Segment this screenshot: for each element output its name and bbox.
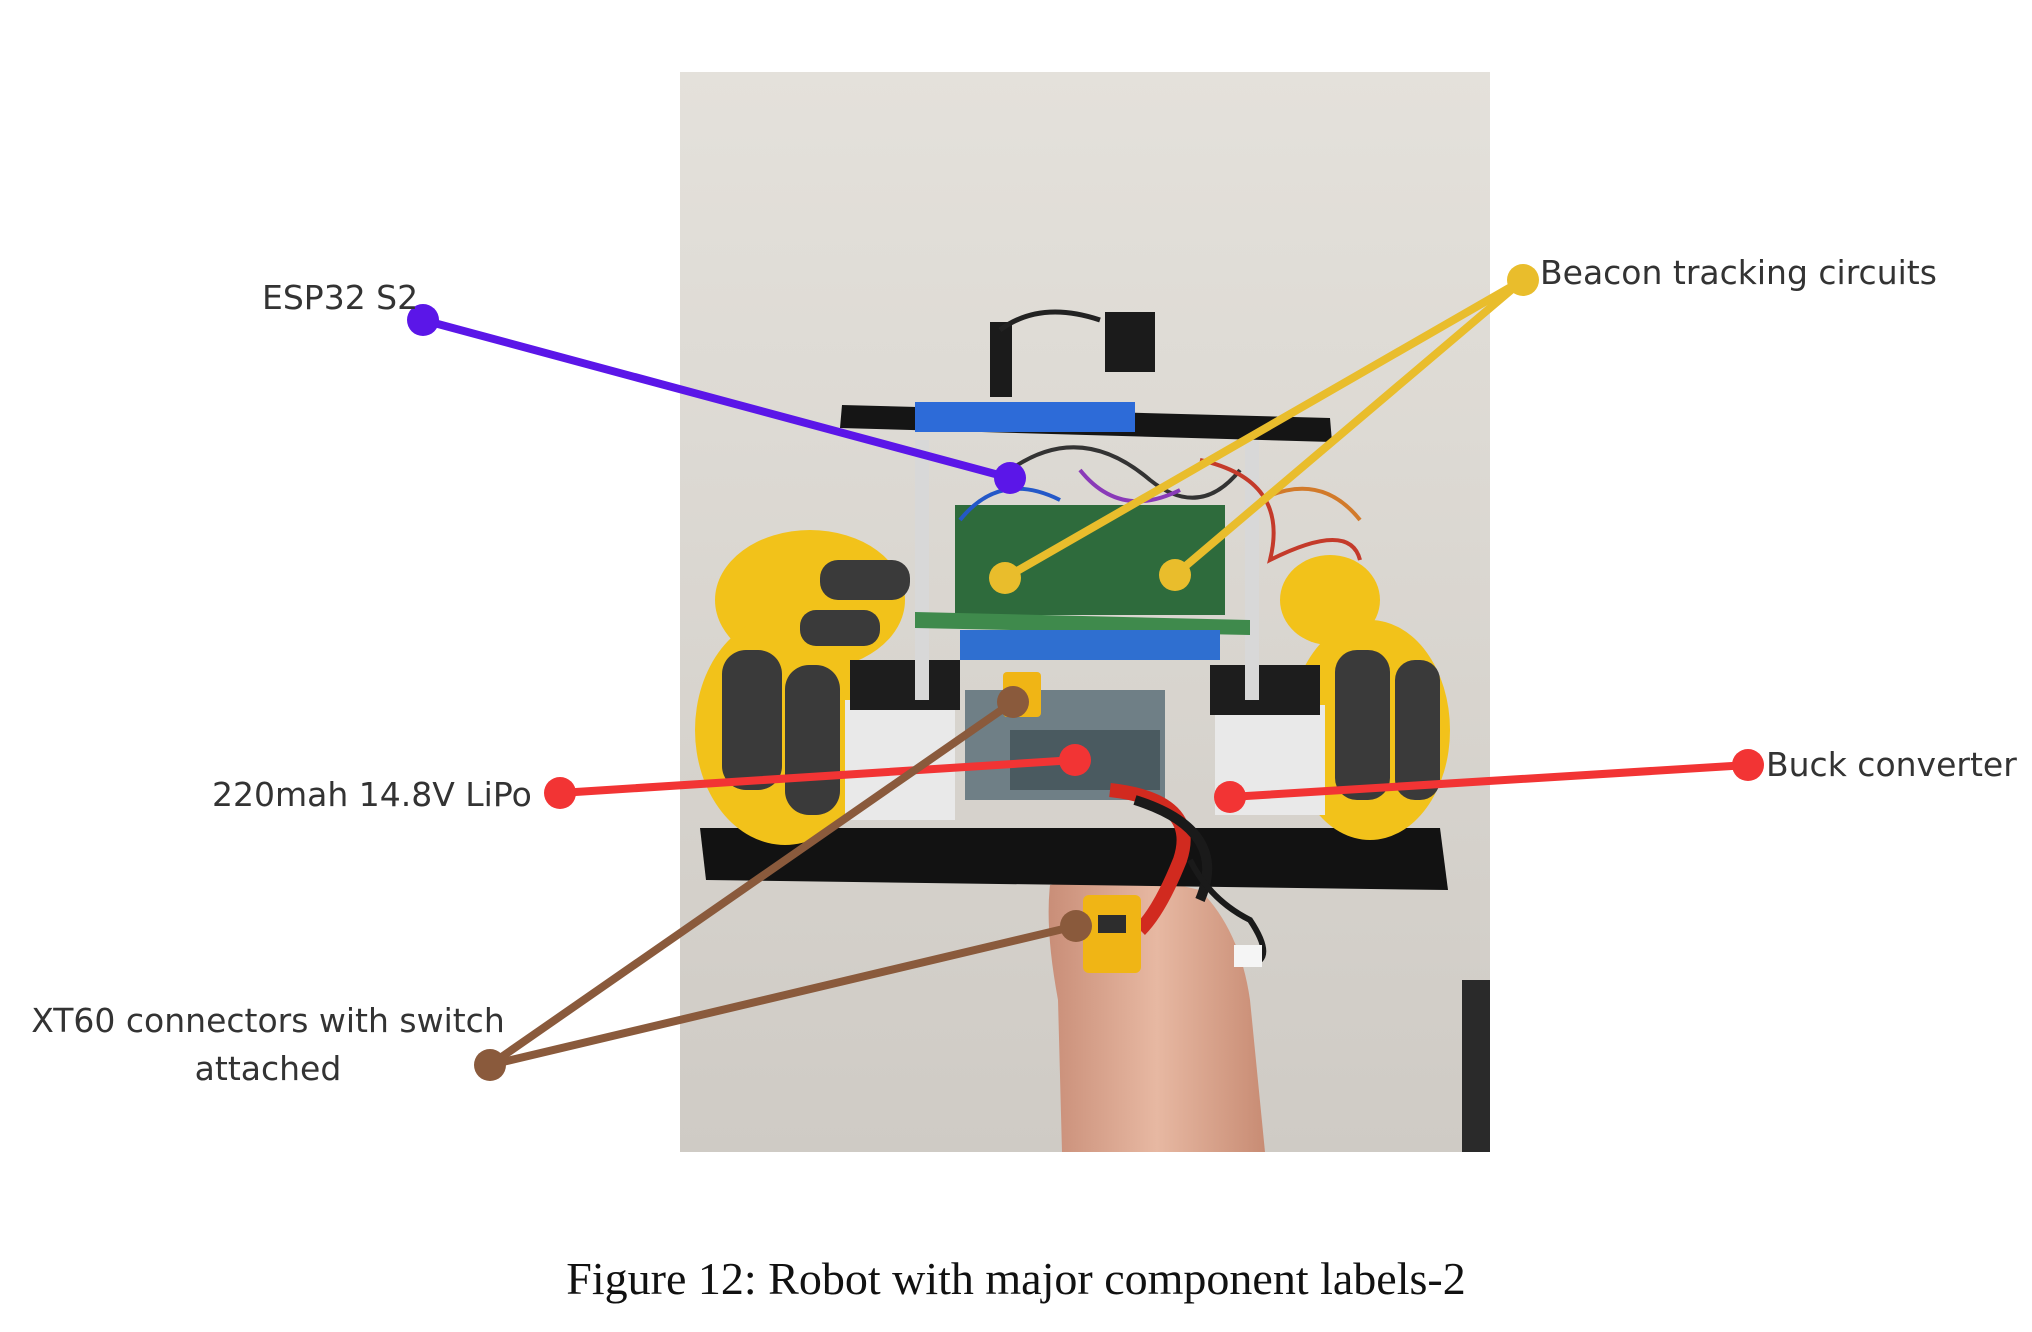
beacon-marker-label — [1507, 264, 1539, 296]
annotation-lines — [419, 276, 1752, 1069]
robot-photo — [680, 72, 1490, 1152]
lipo-marker-label — [544, 777, 576, 809]
xt60-marker-target-1 — [997, 686, 1029, 718]
esp32-label: ESP32 S2 — [262, 278, 418, 317]
buck-marker-label — [1732, 749, 1764, 781]
beacon-marker-target-1 — [989, 562, 1021, 594]
buck-label: Buck converter — [1766, 745, 2017, 784]
annotation-markers — [407, 264, 1764, 1081]
xt60-label-line1: XT60 connectors with switch — [31, 1001, 505, 1040]
esp32-marker-label — [407, 304, 439, 336]
lipo-label: 220mah 14.8V LiPo — [212, 775, 532, 814]
lipo-marker-target — [1059, 744, 1091, 776]
xt60-leader-2 — [486, 922, 1080, 1069]
beacon-label: Beacon tracking circuits — [1540, 253, 1937, 292]
esp32-marker-target — [994, 462, 1026, 494]
buck-leader — [1226, 761, 1752, 801]
lipo-leader — [556, 756, 1079, 797]
figure-caption: Figure 12: Robot with major component la… — [566, 1253, 1466, 1304]
buck-marker-target — [1214, 781, 1246, 813]
beacon-leader-2 — [1171, 276, 1527, 579]
xt60-label-line2: attached — [195, 1049, 342, 1088]
esp32-leader — [419, 316, 1014, 482]
xt60-marker-label — [474, 1049, 506, 1081]
beacon-leader-1 — [1001, 276, 1527, 582]
xt60-leader-1 — [486, 698, 1017, 1069]
annotation-labels: ESP32 S2 Beacon tracking circuits 220mah… — [31, 253, 2017, 1088]
beacon-marker-target-2 — [1159, 559, 1191, 591]
xt60-marker-target-2 — [1060, 910, 1092, 942]
